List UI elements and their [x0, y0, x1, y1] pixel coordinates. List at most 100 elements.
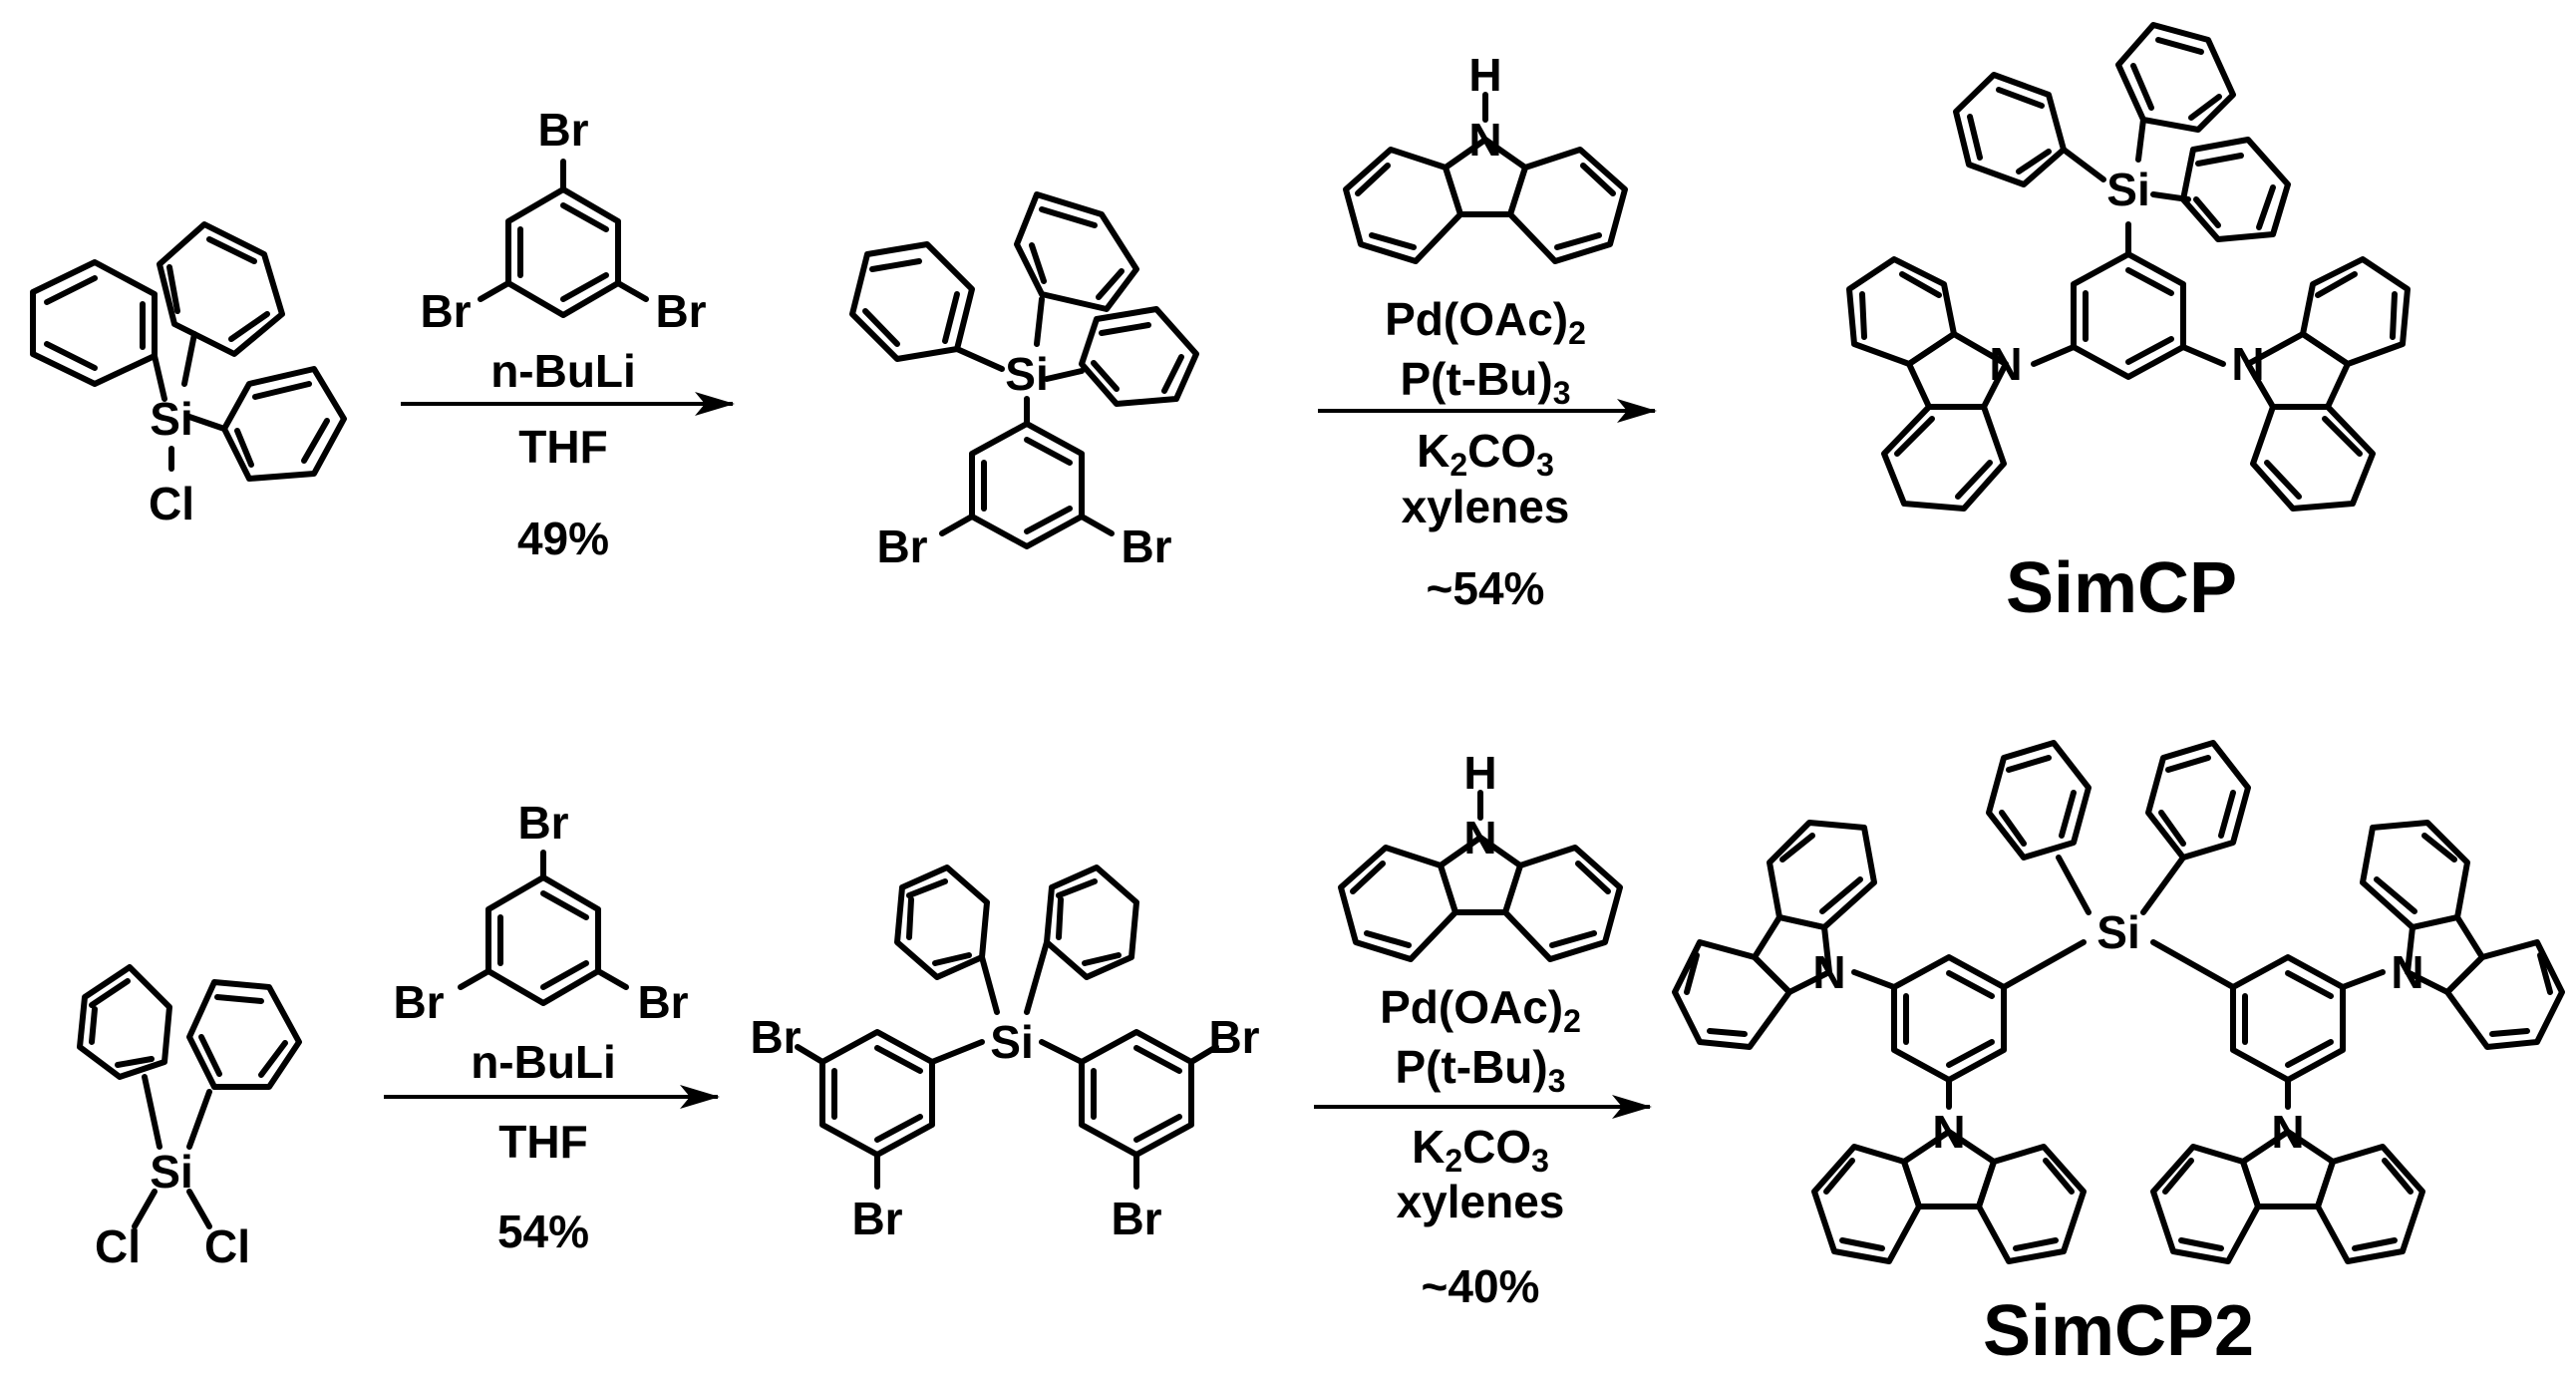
phenyl-ring	[30, 259, 158, 387]
carbazole-benzene-ring	[2150, 1144, 2261, 1264]
carbazole-pyrrole-ring	[1752, 914, 1832, 995]
product-name: SimCP	[2006, 548, 2237, 628]
carbazole-pyrrole-ring	[2240, 1129, 2336, 1209]
carbazole: H N	[1338, 747, 1623, 962]
si-atom: Si	[2096, 906, 2139, 958]
dichlorodiphenylsilane: Si Cl Cl	[77, 964, 302, 1272]
phenyl-ring	[1986, 740, 2092, 861]
tribromobenzene: Br Br Br	[393, 797, 688, 1028]
benzene-ring	[1338, 845, 1458, 962]
phenyl-ring	[2115, 22, 2236, 133]
si-atom: Si	[990, 1016, 1033, 1068]
tribromobenzene: Br Br Br	[420, 104, 706, 337]
reagent-solvent: THF	[498, 1116, 587, 1168]
si-atom: Si	[2106, 164, 2149, 215]
br-atom: Br	[393, 976, 444, 1028]
benzene-ring	[1502, 845, 1623, 962]
carbazole: H N	[1343, 49, 1628, 264]
phenyl-ring	[157, 221, 285, 357]
carbazole-pyrrole-ring	[2405, 914, 2485, 995]
carbazole-pyrrole-ring	[2245, 331, 2351, 410]
reagent-catalyst: Pd(OAc)2	[1380, 981, 1581, 1039]
reagent-ligand: P(t-Bu)3	[1400, 353, 1570, 411]
carbazole-pyrrole-ring	[1901, 1129, 1997, 1209]
simcp-structure: Si N N	[1846, 22, 2411, 512]
phenyl-ring	[849, 241, 975, 362]
carbazole-pyrrole-ring	[1906, 331, 2009, 410]
carbazole-benzene-ring	[1672, 939, 1792, 1050]
phenyl-ring	[77, 964, 172, 1080]
n-atom: N	[1468, 114, 1501, 166]
simcp2-structure: Si N N	[1672, 740, 2565, 1264]
central-ring	[2071, 251, 2186, 380]
reagent-base: K2CO3	[1417, 425, 1554, 483]
cl-atom: Cl	[149, 478, 194, 529]
si-atom: Si	[150, 393, 192, 445]
br-atom: Br	[1208, 1011, 1259, 1063]
carbazole-benzene-ring	[2300, 256, 2411, 367]
dibromophenyl-triphenylsilane: Si Br Br	[849, 191, 1199, 572]
phenyl-ring	[1014, 191, 1139, 312]
reagent-solvent: xylenes	[1397, 1176, 1565, 1227]
carbazole-benzene-ring	[2360, 820, 2470, 930]
carbazole-benzene-ring	[2315, 1144, 2425, 1264]
n-atom: N	[2231, 338, 2264, 390]
carbazole-benzene-ring	[1811, 1144, 1922, 1264]
chlorotriphenylsilane: Si Cl	[30, 221, 347, 529]
br-atom: Br	[420, 285, 471, 337]
benzene-ring	[1343, 147, 1463, 264]
br-atom: Br	[537, 104, 588, 156]
benzene-ring	[485, 874, 601, 1006]
reaction-yield: 49%	[517, 513, 609, 564]
n-atom: N	[1463, 812, 1496, 863]
carbazole-benzene-ring	[1846, 256, 1957, 367]
reagent-catalyst: Pd(OAc)2	[1385, 293, 1586, 351]
phenyl-ring	[186, 979, 302, 1090]
phenyl-ring	[894, 864, 990, 980]
pyrrole-ring	[1443, 137, 1528, 217]
br-atom: Br	[750, 1011, 801, 1063]
n-atom: N	[1812, 946, 1845, 998]
reagent-base: K2CO3	[1412, 1121, 1549, 1179]
dibromophenyl-ring	[969, 421, 1085, 549]
reagent-base: n-BuLi	[471, 1036, 616, 1088]
n-atom: N	[1989, 338, 2022, 390]
carbazole-benzene-ring	[1976, 1144, 2087, 1264]
phenyl-ring	[2145, 740, 2251, 861]
br-atom: Br	[655, 285, 706, 337]
si-atom: Si	[1005, 348, 1048, 400]
br-atom: Br	[637, 976, 688, 1028]
reagent-solvent: xylenes	[1402, 481, 1570, 532]
carbazole-benzene-ring	[1767, 820, 1877, 930]
benzene-ring	[1507, 147, 1628, 264]
phenyl-ring	[1079, 306, 1199, 407]
reagent-ligand: P(t-Bu)3	[1395, 1041, 1565, 1099]
cl-atom: Cl	[95, 1220, 141, 1272]
phenyl-ring	[2180, 137, 2291, 242]
si-atom: Si	[150, 1146, 192, 1198]
dibromophenyl-ring	[819, 1029, 935, 1158]
benzene-ring	[505, 186, 621, 318]
reagent-base: n-BuLi	[490, 345, 636, 397]
product-name: SimCP2	[1983, 1291, 2254, 1371]
h-atom: H	[1468, 49, 1501, 101]
br-atom: Br	[851, 1193, 902, 1244]
central-ring	[2230, 954, 2346, 1083]
dibromophenyl-ring	[1079, 1029, 1194, 1158]
phenyl-ring	[1953, 72, 2067, 187]
reaction-yield: ~40%	[1422, 1260, 1540, 1312]
pyrrole-ring	[1438, 835, 1523, 915]
bis-dibromophenyl-diphenylsilane: Si Br Br Br Br	[750, 864, 1260, 1244]
central-ring	[1891, 954, 2007, 1083]
reaction-yield: 54%	[497, 1206, 589, 1257]
n-atom: N	[1932, 1106, 1965, 1158]
reagent-solvent: THF	[518, 421, 607, 473]
reaction-yield: ~54%	[1427, 562, 1545, 614]
carbazole-benzene-ring	[2444, 939, 2565, 1050]
carbazole-benzene-ring	[1881, 404, 2007, 512]
phenyl-ring	[221, 366, 347, 482]
h-atom: H	[1463, 747, 1496, 799]
phenyl-ring	[1044, 864, 1139, 980]
carbazole-benzene-ring	[2250, 404, 2376, 512]
